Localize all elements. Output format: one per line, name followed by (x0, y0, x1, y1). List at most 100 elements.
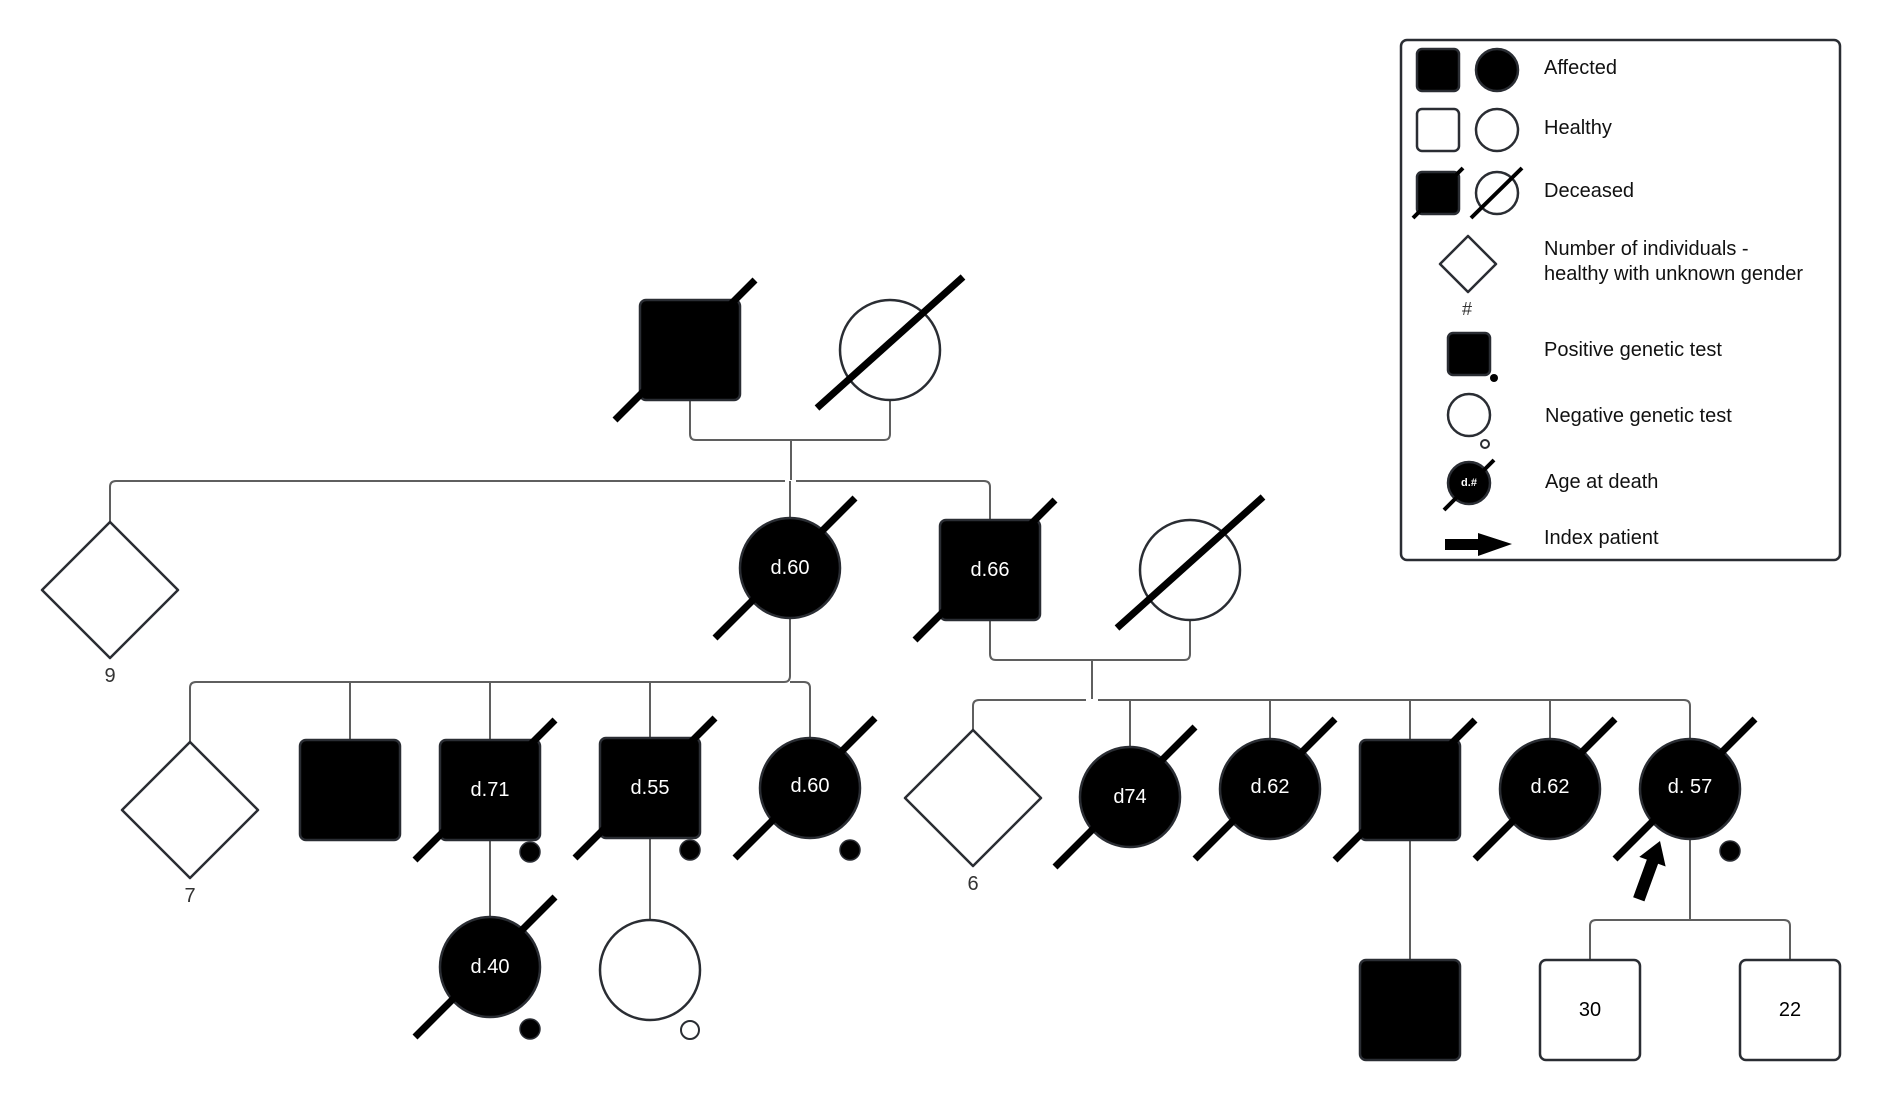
sibship-line (972, 699, 1086, 730)
individual-label: d.60 (791, 775, 830, 797)
positive-test-dot (519, 1018, 541, 1040)
individual-II-2[interactable]: d.66 (912, 497, 1058, 643)
individual-III-7[interactable] (1332, 717, 1478, 863)
female-symbol (438, 915, 542, 1019)
legend-diamond-caption: # (1462, 299, 1472, 319)
male-symbol (1358, 738, 1462, 842)
individual-label: d.40 (471, 956, 510, 978)
male-symbol (438, 738, 542, 842)
sibship-line (1589, 919, 1791, 960)
female-symbol (1498, 737, 1602, 841)
deceased-slash (412, 717, 558, 863)
marriage-line (989, 620, 1191, 661)
positive-test-dot (839, 839, 861, 861)
legend-label-affected: Affected (1544, 57, 1617, 79)
relationship-lines (109, 400, 1791, 960)
diamond-icon (1438, 234, 1498, 294)
unknown-sex-group-symbol (40, 520, 180, 660)
individual-II-3[interactable] (1114, 494, 1266, 631)
legend-label-age-death: Age at death (1545, 471, 1658, 493)
sibship-line (1098, 699, 1691, 739)
female-symbol (1078, 745, 1182, 849)
male-symbol (1538, 958, 1642, 1062)
individual-III-group-b[interactable]: 6 (903, 728, 1043, 895)
affected-female-icon (1474, 47, 1520, 93)
healthy-female-icon (1474, 107, 1520, 153)
deceased-slash-icon (1442, 458, 1496, 512)
individual-IV-4[interactable]: 30 (1538, 958, 1642, 1062)
legend-label-group-line2: healthy with unknown gender (1544, 263, 1803, 285)
healthy-male-icon (1415, 107, 1461, 153)
male-symbol (938, 518, 1042, 622)
individual-III-4[interactable]: d.60 (732, 715, 878, 861)
deceased-slash-icon (1411, 166, 1465, 220)
legend-age-caption: d.# (1461, 477, 1477, 489)
deceased-slash (912, 497, 1058, 643)
individual-IV-1[interactable]: d.40 (412, 894, 558, 1040)
individual-III-8[interactable]: d.62 (1472, 716, 1618, 862)
sibship-line (109, 480, 785, 522)
deceased-slash-icon (1469, 166, 1524, 220)
deceased-slash (1052, 724, 1198, 870)
sibship-line (789, 680, 811, 738)
deceased-slash (412, 894, 558, 1040)
individual-label: d.66 (971, 559, 1010, 581)
index-patient-arrow-icon (1633, 841, 1666, 902)
positive-test-dot (679, 839, 701, 861)
deceased-slash (1612, 716, 1758, 862)
individual-III-group-a[interactable]: 7 (120, 740, 260, 907)
deceased-slash (1332, 717, 1478, 863)
arrow-right-icon (1445, 533, 1512, 556)
negative-test-dot (680, 1020, 700, 1040)
individual-IV-2[interactable] (598, 918, 702, 1040)
female-symbol (1138, 518, 1242, 622)
female-symbol (1218, 737, 1322, 841)
female-symbol (598, 918, 702, 1022)
individual-label: d.62 (1251, 776, 1290, 798)
male-symbol (298, 738, 402, 842)
negative-test-circle-icon (1446, 392, 1492, 438)
female-symbol (838, 298, 942, 402)
deceased-slash (1472, 716, 1618, 862)
male-symbol (598, 736, 702, 840)
individual-III-6[interactable]: d.62 (1192, 716, 1338, 862)
individual-label: d.71 (471, 779, 510, 801)
individual-III-9[interactable]: d. 57 (1612, 716, 1758, 904)
deceased-slash (1192, 716, 1338, 862)
group-count-label: 6 (967, 873, 978, 895)
affected-male-icon (1415, 47, 1461, 93)
negative-test-dot-icon (1480, 439, 1490, 449)
individual-II-1[interactable]: d.60 (712, 495, 858, 641)
individual-label: 22 (1779, 999, 1801, 1021)
sibship-line (796, 480, 991, 520)
individual-III-5[interactable]: d74 (1052, 724, 1198, 870)
individual-I-2[interactable] (814, 274, 966, 411)
positive-test-dot-icon (1490, 374, 1498, 382)
positive-test-square-icon (1446, 331, 1492, 377)
individual-II-group[interactable]: 9 (40, 520, 180, 687)
individual-III-2[interactable]: d.71 (412, 717, 558, 863)
legend-label-healthy: Healthy (1544, 117, 1612, 139)
individual-label: d74 (1113, 786, 1146, 808)
female-symbol (738, 516, 842, 620)
individual-label: d.60 (771, 557, 810, 579)
group-count-label: 7 (184, 885, 195, 907)
male-symbol (638, 298, 742, 402)
unknown-sex-group-symbol (120, 740, 260, 880)
deceased-slash (612, 277, 758, 423)
unknown-sex-group-symbol (903, 728, 1043, 868)
deceased-slash (814, 274, 966, 411)
deceased-slash (572, 715, 718, 861)
individual-III-1[interactable] (298, 738, 402, 842)
positive-test-dot (519, 841, 541, 863)
individual-IV-3[interactable] (1358, 958, 1462, 1062)
legend-label-negative: Negative genetic test (1545, 405, 1732, 427)
legend-box (1399, 38, 1842, 562)
individual-I-1[interactable] (612, 277, 758, 423)
individual-IV-5[interactable]: 22 (1738, 958, 1842, 1062)
individual-III-3[interactable]: d.55 (572, 715, 718, 861)
individual-label: 30 (1579, 999, 1601, 1021)
legend-label-group-line1: Number of individuals - (1544, 238, 1749, 260)
